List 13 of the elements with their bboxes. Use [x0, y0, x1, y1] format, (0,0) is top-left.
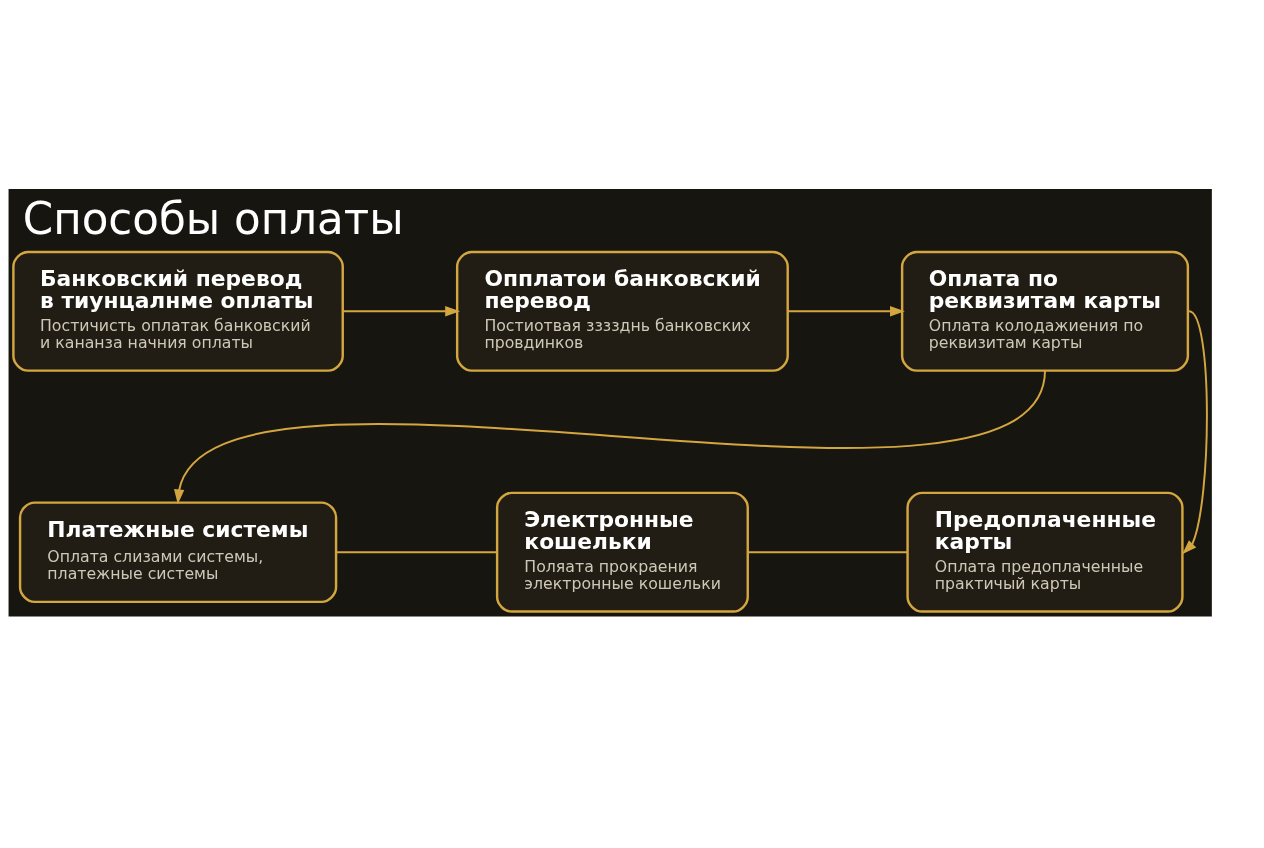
node-box: Опплатои банковский перевод Постиотвая ззззднь банковских провдинков — [455, 250, 789, 372]
arrow — [342, 305, 460, 316]
arrow — [786, 305, 905, 316]
arrow — [1182, 309, 1208, 554]
node-box: Оплата по реквизитам карты Оплата колодажиения по реквизитам карты — [900, 250, 1190, 372]
arrow — [173, 369, 1046, 504]
connector — [335, 550, 498, 553]
node-box: Электронные кошельки Поляата прокраения электронные кошельки — [495, 491, 749, 613]
node-box: Платежные системы Оплата слизами системы, платежные системы — [18, 500, 338, 603]
node-box: Предоплаченные карты Оплата предоплаченные практичый карты — [906, 491, 1184, 613]
connector — [746, 550, 909, 553]
diagram-title: Способы оплаты — [22, 193, 404, 244]
node-box: Банковский перевод в тиунцалнме оплаты Постичисть оплатак банковский и кананза начния оплаты — [12, 250, 344, 372]
